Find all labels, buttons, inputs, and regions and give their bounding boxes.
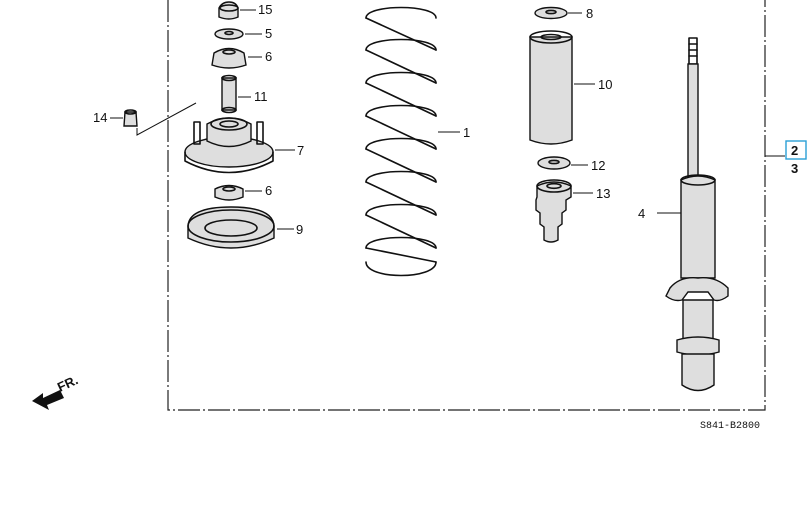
- callout-6a: 6: [265, 49, 272, 64]
- part-6-upper-bushing[interactable]: [211, 47, 247, 69]
- callout-13: 13: [596, 186, 610, 201]
- part-10-dust-cover[interactable]: [529, 30, 573, 145]
- callout-7: 7: [297, 143, 304, 158]
- part-8-washer[interactable]: [534, 6, 568, 20]
- callout-15: 15: [258, 2, 272, 17]
- callout-12: 12: [591, 158, 605, 173]
- part-6-lower-bushing[interactable]: [214, 184, 244, 201]
- callout-4: 4: [638, 206, 645, 221]
- part-12-washer[interactable]: [537, 156, 571, 170]
- part-13-bump-stop[interactable]: [535, 179, 572, 243]
- callout-10: 10: [598, 77, 612, 92]
- callout-9: 9: [296, 222, 303, 237]
- part-7-upper-mount[interactable]: [184, 117, 274, 174]
- callout-1: 1: [463, 125, 470, 140]
- part-9-spring-seat[interactable]: [187, 206, 275, 249]
- part-5-washer[interactable]: [214, 28, 244, 40]
- callout-11: 11: [254, 89, 268, 104]
- part-15-nut[interactable]: [218, 1, 239, 20]
- part-14-flange-nut[interactable]: [123, 109, 138, 127]
- callout-5: 5: [265, 26, 272, 41]
- part-4-shock-absorber[interactable]: [665, 37, 729, 392]
- callout-14: 14: [93, 110, 107, 125]
- front-direction-arrow-icon: [32, 390, 64, 410]
- part-1-coil-spring[interactable]: [365, 6, 437, 277]
- diagram-code: S841-B2800: [700, 421, 760, 432]
- direction-label: FR.: [55, 372, 80, 394]
- callout-2-highlight[interactable]: [785, 140, 807, 160]
- callout-3: 3: [791, 161, 798, 176]
- callout-2: 2: [791, 143, 798, 158]
- part-11-collar[interactable]: [221, 74, 237, 114]
- diagram-frame: [167, 0, 766, 411]
- callout-6b: 6: [265, 183, 272, 198]
- callout-8: 8: [586, 6, 593, 21]
